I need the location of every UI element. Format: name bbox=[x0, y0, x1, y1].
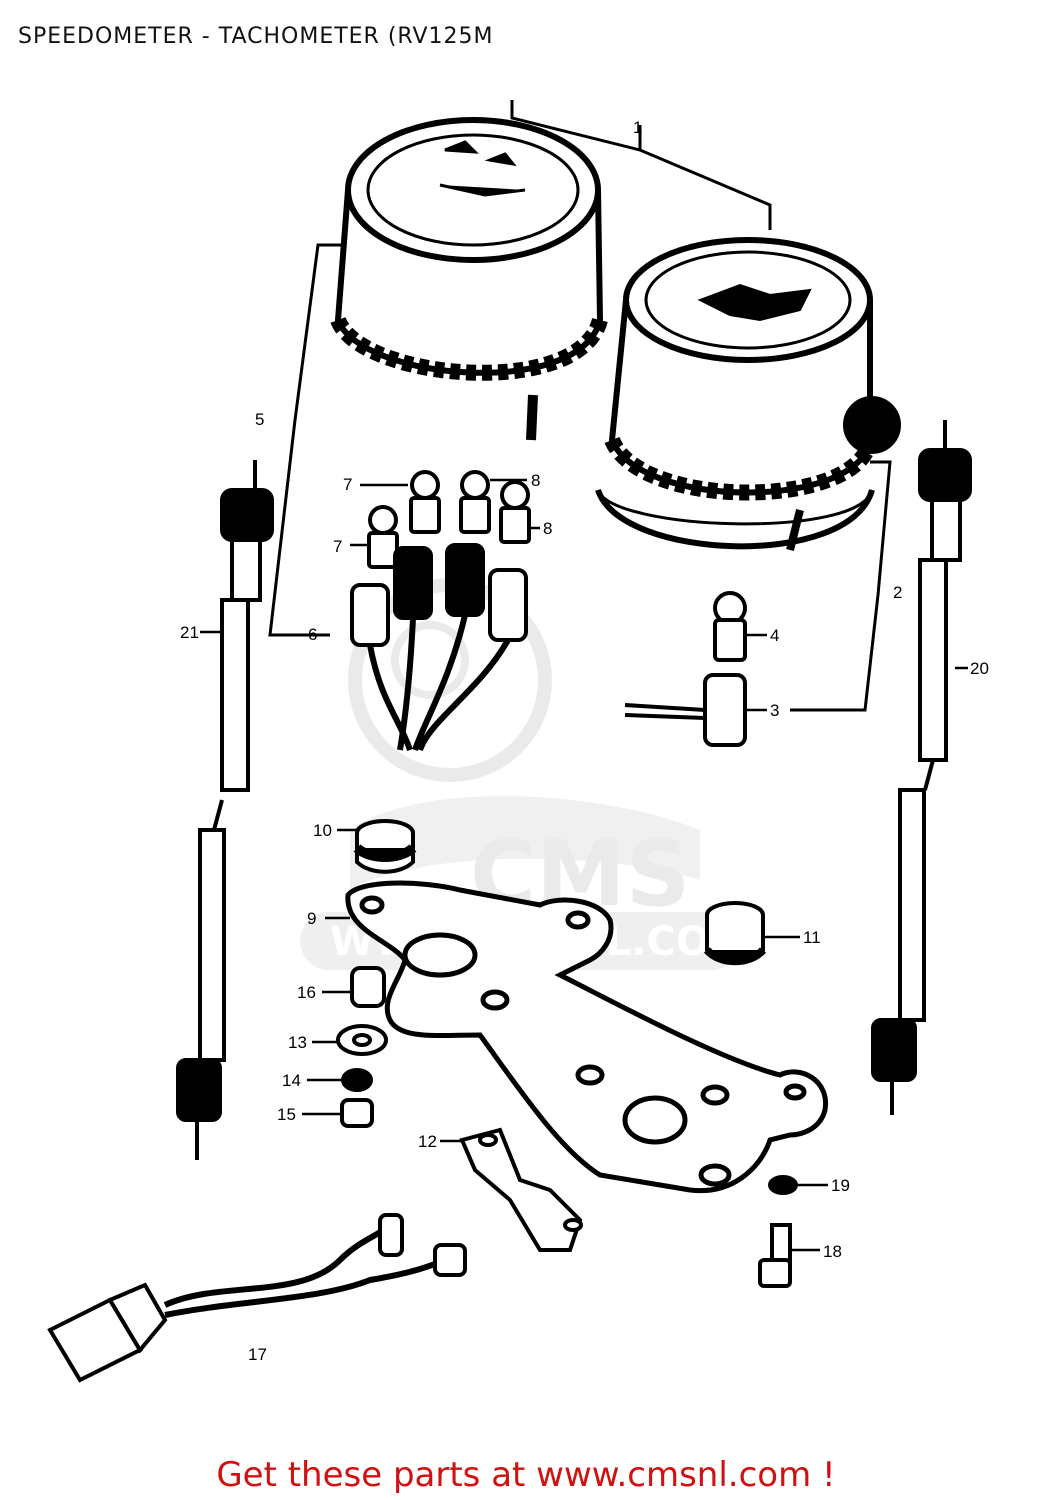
wiring-harness bbox=[47, 1213, 467, 1383]
bracket bbox=[459, 1127, 583, 1252]
diagram-title: SPEEDOMETER - TACHOMETER (RV125M bbox=[18, 24, 494, 49]
lamp-socket-harness bbox=[350, 543, 528, 752]
callout-21: 21 bbox=[180, 623, 199, 642]
cmsnl-footer-link[interactable]: Get these parts at www.cmsnl.com ! bbox=[216, 1455, 836, 1495]
callout-5: 5 bbox=[255, 410, 264, 429]
callout-1: 1 bbox=[633, 118, 642, 137]
indicator-bulb-socket bbox=[624, 591, 747, 747]
callout-16: 16 bbox=[297, 983, 316, 1002]
tachometer-cable bbox=[871, 420, 972, 1115]
callout-19: 19 bbox=[831, 1176, 850, 1195]
callout-15: 15 bbox=[277, 1105, 296, 1124]
callout-9: 9 bbox=[307, 909, 316, 928]
callout-bracket-5 bbox=[268, 243, 345, 637]
callout-11: 11 bbox=[803, 928, 821, 947]
pilot-bulbs bbox=[367, 470, 531, 569]
callout-numbers: 1 2 3 4 5 6 7 7 8 8 9 10 11 12 13 14 15 … bbox=[180, 118, 989, 1364]
callout-4: 4 bbox=[770, 626, 779, 645]
callout-20: 20 bbox=[970, 659, 989, 678]
callout-bracket-2 bbox=[790, 460, 892, 712]
tachometer bbox=[595, 237, 901, 551]
cap bbox=[703, 901, 767, 966]
callout-12: 12 bbox=[418, 1132, 437, 1151]
callout-14: 14 bbox=[282, 1071, 301, 1090]
callout-13: 13 bbox=[288, 1033, 307, 1052]
callout-2: 2 bbox=[893, 583, 902, 602]
callout-3: 3 bbox=[770, 701, 779, 720]
speedometer-cable bbox=[176, 460, 274, 1160]
speedometer bbox=[330, 117, 608, 441]
bolt-washer bbox=[758, 1175, 798, 1288]
callout-7a: 7 bbox=[343, 475, 352, 494]
callout-6: 6 bbox=[308, 625, 317, 644]
parts-diagram: CMS WWW.CMSNL.COM bbox=[47, 100, 989, 1383]
cushion bbox=[353, 819, 417, 874]
callout-18: 18 bbox=[823, 1242, 842, 1261]
mounting-hardware-left bbox=[336, 966, 388, 1128]
callout-17: 17 bbox=[248, 1345, 267, 1364]
meter-bracket-plate bbox=[345, 880, 828, 1194]
callout-7b: 7 bbox=[333, 537, 342, 556]
callout-8b: 8 bbox=[543, 519, 552, 538]
callout-10: 10 bbox=[313, 821, 332, 840]
callout-8a: 8 bbox=[531, 471, 540, 490]
leader-lines bbox=[200, 478, 968, 1252]
callout-bracket-1 bbox=[510, 100, 772, 230]
